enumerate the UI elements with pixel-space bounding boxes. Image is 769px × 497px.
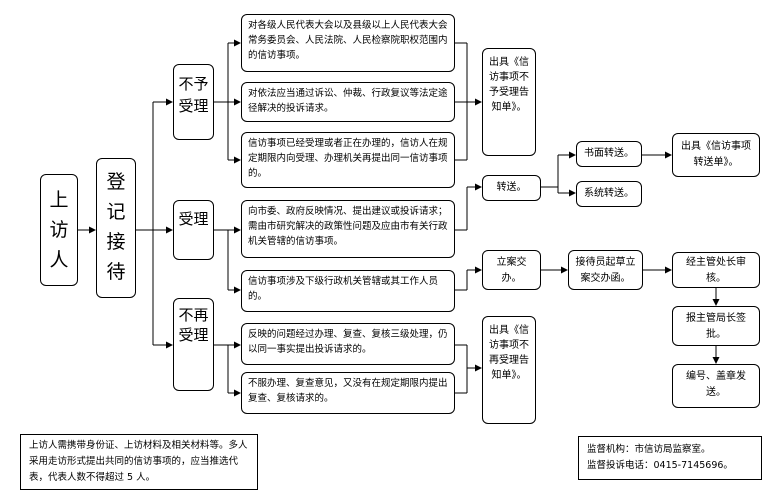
- written-transfer-node: 书面转送。: [576, 141, 642, 167]
- no-more-notice: 出具《信访事项不再受理告知单》。: [482, 316, 536, 424]
- accept-node: 受理: [173, 200, 214, 260]
- section-review-node: 经主管处长审核。: [672, 252, 760, 288]
- accept-case-1: 向市委、政府反映情况、提出建议或投诉请求；需由市研究解决的政策性问题及应由市有关…: [241, 200, 455, 258]
- draft-node: 接待员起草立案交办函。: [568, 250, 643, 290]
- no-more-case-2: 不服办理、复查意见，又没有在规定期限内提出复查、复核请求的。: [241, 372, 455, 414]
- footer-left-note: 上访人需携带身份证、上访材料及相关材料等。多人采用走访形式提出共同的信访事项的，…: [20, 434, 258, 490]
- transfer-node: 转送。: [482, 175, 541, 201]
- supervision-org: 监督机构：市信访局监察室。: [587, 444, 711, 455]
- no-more-case-1: 反映的问题经过办理、复查、复核三级处理，仍以同一事实提出投诉请求的。: [241, 323, 455, 365]
- reject-reason-3: 信访事项已经受理或者正在办理的，信访人在规定期限内向受理、办理机关再提出同一信访…: [241, 132, 455, 188]
- supervision-box: 监督机构：市信访局监察室。 监督投诉电话：0415-7145696。: [578, 436, 762, 480]
- handover-node: 立案交办。: [482, 250, 541, 290]
- accept-case-2: 信访事项涉及下级行政机关管辖或其工作人员的。: [241, 270, 455, 312]
- reject-reason-2: 对依法应当通过诉讼、仲裁、行政复议等法定途径解决的投诉请求。: [241, 82, 455, 122]
- issue-node: 编号、盖章发送。: [672, 364, 760, 408]
- reject-notice: 出具《信访事项不予受理告知单》。: [482, 48, 536, 156]
- no-more-node: 不再受理: [173, 298, 214, 391]
- transfer-notice: 出具《信访事项转送单》。: [672, 133, 760, 177]
- system-transfer-node: 系统转送。: [576, 181, 642, 207]
- reject-node: 不予受理: [173, 64, 214, 140]
- director-sign-node: 报主管局长签批。: [672, 306, 760, 346]
- supervision-phone: 监督投诉电话：0415-7145696。: [587, 460, 733, 471]
- visitor-node: 上访人: [40, 174, 78, 286]
- reject-reason-1: 对各级人民代表大会以及县级以上人民代表大会常务委员会、人民法院、人民检察院职权范…: [241, 14, 455, 72]
- reception-node: 登记接待: [96, 158, 136, 298]
